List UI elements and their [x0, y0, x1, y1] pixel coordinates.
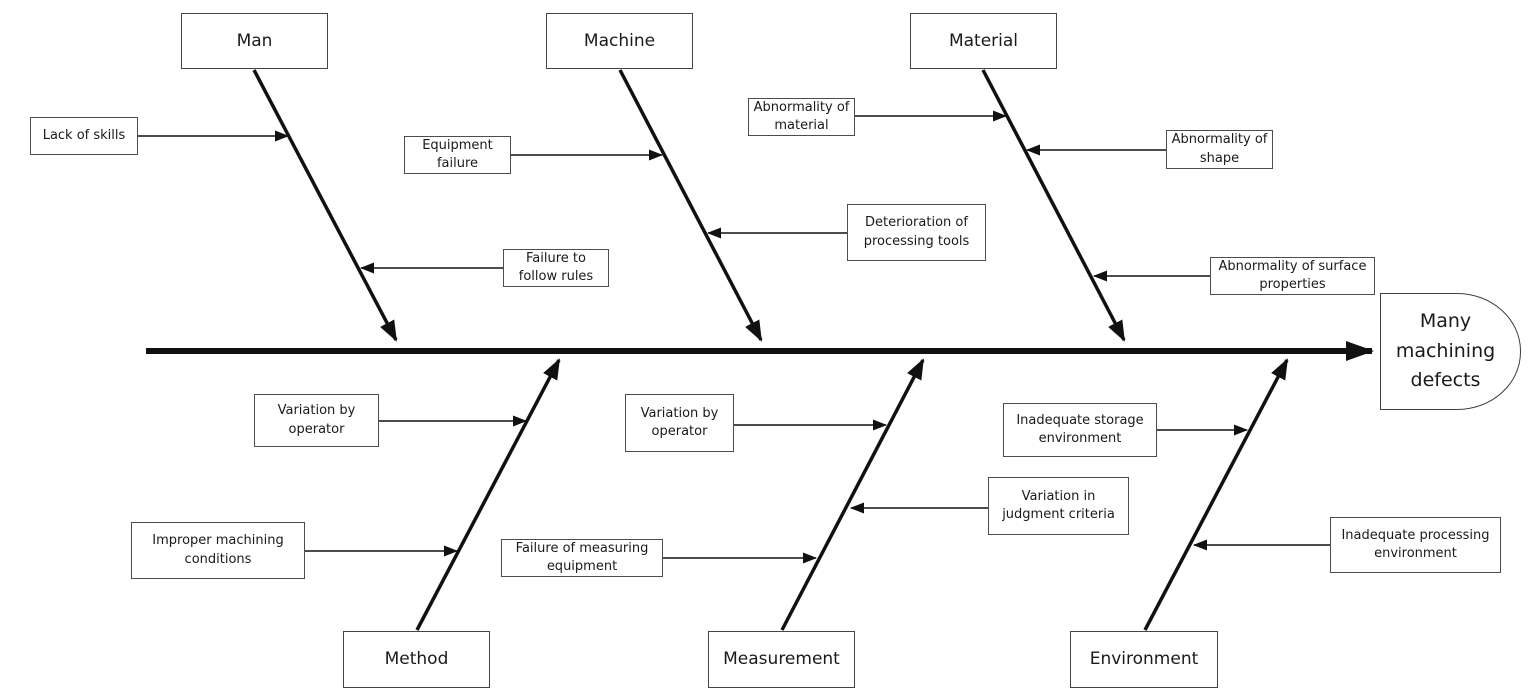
category-box-method: Method [343, 631, 490, 688]
category-box-material: Material [910, 13, 1057, 69]
category-box-environment: Environment [1070, 631, 1218, 688]
bone-measurement [780, 358, 925, 631]
cause-box-lack-of-skills: Lack of skills [30, 117, 138, 155]
effect-head: Many machining defects [1380, 293, 1521, 410]
category-box-measurement: Measurement [708, 631, 855, 688]
cause-box-improper-machining-conditions: Improper machining conditions [131, 522, 305, 579]
cause-box-deterioration-processing-tools: Deterioration of processing tools [847, 204, 986, 261]
category-box-machine: Machine [546, 13, 693, 69]
bone-man [252, 69, 398, 342]
cause-box-abnormality-of-material: Abnormality of material [748, 98, 855, 136]
cause-box-variation-by-operator-method: Variation by operator [254, 394, 379, 447]
bone-machine [618, 69, 763, 342]
cause-box-inadequate-storage-environment: Inadequate storage environment [1003, 403, 1157, 457]
cause-box-variation-judgment-criteria: Variation in judgment criteria [988, 477, 1129, 535]
cause-box-abnormality-surface-properties: Abnormality of surface properties [1210, 257, 1375, 295]
bone-environment [1143, 358, 1289, 631]
cause-box-inadequate-processing-environment: Inadequate processing environment [1330, 517, 1501, 573]
cause-box-equipment-failure: Equipment failure [404, 136, 511, 174]
cause-box-failure-to-follow-rules: Failure to follow rules [503, 249, 609, 287]
cause-box-failure-measuring-equipment: Failure of measuring equipment [501, 539, 663, 577]
bone-method [415, 358, 561, 631]
category-box-man: Man [181, 13, 328, 69]
cause-box-variation-by-operator-measurement: Variation by operator [625, 394, 734, 452]
bone-material [981, 69, 1126, 342]
cause-box-abnormality-of-shape: Abnormality of shape [1166, 130, 1273, 169]
